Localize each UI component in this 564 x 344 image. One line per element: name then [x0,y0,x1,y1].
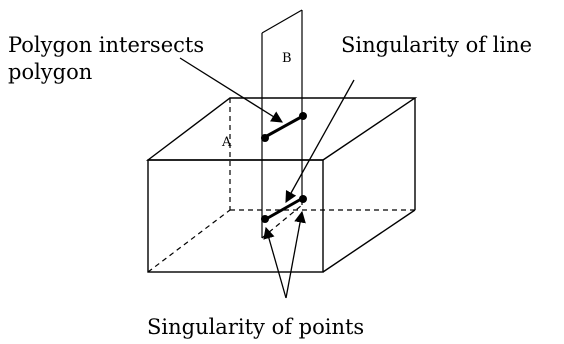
label-plane-a: A [221,135,232,150]
label-polygon-intersects-line2: polygon [8,60,92,84]
plane-b [261,9,303,205]
label-polygon-intersects-line1: Polygon intersects [8,33,204,57]
box-hidden-diagonal-edge [147,209,231,273]
point-bottom-right [299,195,307,203]
box-right-bottom-edge [322,209,416,273]
intersection-line-bottom [264,196,305,221]
plane-a [261,138,303,239]
point-top-right [299,112,307,120]
box [145,97,418,273]
label-plane-b: B [282,51,292,66]
intersection-line-top [263,114,305,139]
arrow-polygon-intersects [179,57,283,123]
point-top-left [261,134,269,142]
arrow-singularity-points-right [285,210,306,299]
arrow-singularity-of-line [285,79,355,204]
label-singularity-of-points: Singularity of points [147,315,364,339]
label-singularity-of-line: Singularity of line [341,33,532,57]
box-front-face [147,159,324,273]
point-bottom-left [261,215,269,223]
arrow-singularity-points-left [263,226,287,299]
